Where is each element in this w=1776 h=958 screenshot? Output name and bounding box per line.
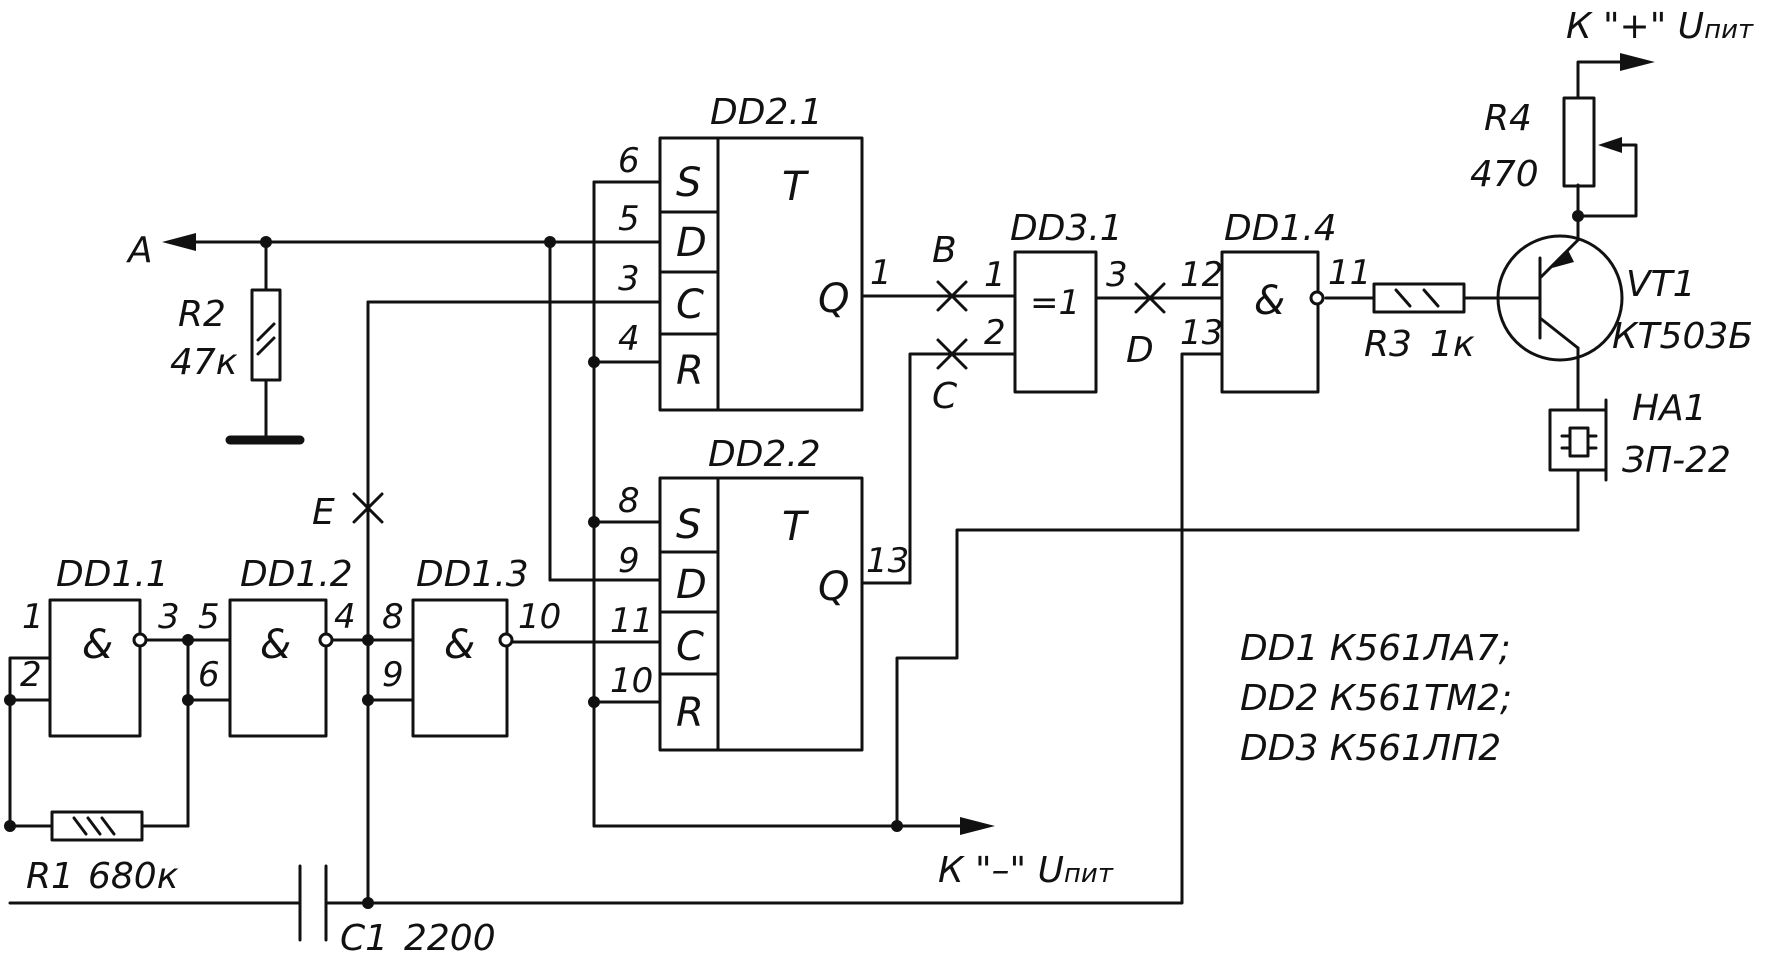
dd2-2-pin-d: 9	[618, 541, 640, 581]
dd2-1-in-r: R	[676, 348, 704, 394]
dd2-1-in-c: C	[676, 282, 704, 328]
dd2-1-pin-q: 1	[870, 253, 892, 293]
gate-dd3-1: DD3.1 =1 1 2 3	[984, 208, 1128, 394]
dd2-2-label: DD2.2	[708, 434, 821, 475]
dd3-1-symbol: =1	[1030, 283, 1080, 323]
flipflop-dd2-1: DD2.1 T S D C R Q 6 5 3 4 1	[618, 92, 892, 412]
r3-name: R3	[1364, 324, 1412, 365]
dd2-2-type: T	[782, 504, 810, 550]
dd2-2-out-q: Q	[818, 564, 849, 610]
dd2-1-type: T	[782, 164, 810, 210]
r4-value: 470	[1470, 154, 1539, 195]
point-labels: A B C D E	[126, 230, 1154, 533]
chip-notes: DD1 К561ЛА7; DD2 К561ТМ2; DD3 К561ЛП2	[1240, 628, 1512, 769]
dd1-4-pin-13: 13	[1180, 313, 1223, 353]
dd1-4-pin-12: 12	[1180, 255, 1223, 295]
point-c-label: C	[932, 376, 958, 417]
break-markers	[352, 280, 1166, 524]
power-labels: К "+" Uпит К "–" Uпит	[938, 6, 1754, 891]
dd2-2-pin-s: 8	[618, 481, 640, 521]
dd3-1-pin-3: 3	[1106, 255, 1128, 295]
r3-value: 1к	[1430, 324, 1475, 365]
dd1-1-pin-1: 1	[22, 597, 44, 637]
junction-dots	[4, 210, 1584, 909]
point-a-label: A	[126, 230, 153, 271]
dd1-1-pin-2: 2	[20, 655, 42, 695]
note-dd2: DD2 К561ТМ2;	[1240, 678, 1512, 719]
gate-dd1-4: DD1.4 & 12 13 11	[1180, 208, 1371, 394]
resistor-r1: R1 680к	[26, 810, 179, 897]
dd3-1-pin-1: 1	[984, 255, 1006, 295]
c1-name: C1	[340, 918, 388, 958]
dd1-4-pin-11: 11	[1328, 253, 1371, 293]
dd1-2-label: DD1.2	[240, 554, 353, 595]
point-d-label: D	[1126, 330, 1154, 371]
resistor-r4: R4 470	[1470, 96, 1596, 195]
dd2-1-label: DD2.1	[710, 92, 823, 133]
dd2-1-out-q: Q	[818, 276, 849, 322]
dd2-1-pin-c: 3	[618, 259, 640, 299]
dd2-1-pin-s: 6	[618, 141, 640, 181]
dd1-1-pin-3: 3	[158, 597, 180, 637]
r2-name: R2	[178, 294, 226, 335]
dd1-2-pin-4: 4	[334, 597, 356, 637]
resistor-r2: R2 47к	[170, 288, 305, 445]
dd2-1-pin-d: 5	[618, 199, 640, 239]
dd1-3-pin-8: 8	[382, 597, 404, 637]
flipflop-dd2-2: DD2.2 T S D C R Q 8 9 11 10 13	[610, 434, 909, 752]
dd2-2-in-s: S	[676, 502, 701, 548]
buzzer-ha1: HA1 ЗП-22	[1548, 388, 1731, 482]
dd1-3-label: DD1.3	[416, 554, 529, 595]
resistor-r3: R3 1к	[1364, 282, 1475, 365]
c1-value: 2200	[404, 918, 496, 958]
dd3-1-label: DD3.1	[1010, 208, 1123, 249]
wires	[8, 53, 1655, 905]
gate-dd1-2: DD1.2 & 5 6 4	[198, 554, 356, 738]
dd1-2-pin-6: 6	[198, 655, 220, 695]
dd2-1-pin-r: 4	[618, 319, 640, 359]
r2-value: 47к	[170, 342, 238, 383]
note-dd3: DD3 К561ЛП2	[1240, 728, 1501, 769]
power-minus-label: К "–" Uпит	[938, 850, 1114, 891]
dd2-2-pin-r: 10	[610, 661, 653, 701]
gate-dd1-3: DD1.3 & 8 9 10	[382, 554, 561, 738]
point-e-label: E	[312, 492, 335, 533]
dd2-1-in-s: S	[676, 160, 701, 206]
r1-value: 680к	[88, 856, 179, 897]
dd1-2-symbol: &	[260, 622, 291, 668]
vt1-value: КТ503Б	[1612, 316, 1753, 357]
dd1-1-symbol: &	[82, 622, 113, 668]
capacitor-c1: C1 2200	[298, 864, 496, 958]
dd2-1-in-d: D	[676, 220, 707, 266]
dd1-4-symbol: &	[1254, 278, 1285, 324]
dd2-2-pin-c: 11	[610, 601, 653, 641]
vt1-name: VT1	[1626, 264, 1696, 305]
power-plus-label: К "+" Uпит	[1566, 6, 1754, 47]
transistor-vt1: VT1 КТ503Б	[1496, 224, 1753, 362]
dd1-1-label: DD1.1	[56, 554, 169, 595]
dd1-3-pin-9: 9	[382, 655, 404, 695]
point-b-label: B	[932, 230, 957, 271]
gate-dd1-1: DD1.1 & 1 2 3	[20, 554, 180, 738]
ha1-name: HA1	[1632, 388, 1707, 429]
dd2-2-pin-q: 13	[866, 541, 909, 581]
dd1-3-symbol: &	[444, 622, 475, 668]
dd1-2-pin-5: 5	[198, 597, 220, 637]
dd1-4-label: DD1.4	[1224, 208, 1337, 249]
ha1-value: ЗП-22	[1622, 440, 1731, 481]
dd1-3-pin-10: 10	[518, 597, 561, 637]
r1-name: R1	[26, 856, 74, 897]
dd2-2-in-c: C	[676, 624, 704, 670]
dd3-1-pin-2: 2	[984, 313, 1006, 353]
r4-name: R4	[1484, 98, 1532, 139]
dd2-2-in-d: D	[676, 562, 707, 608]
dd2-2-in-r: R	[676, 690, 704, 736]
note-dd1: DD1 К561ЛА7;	[1240, 628, 1511, 669]
